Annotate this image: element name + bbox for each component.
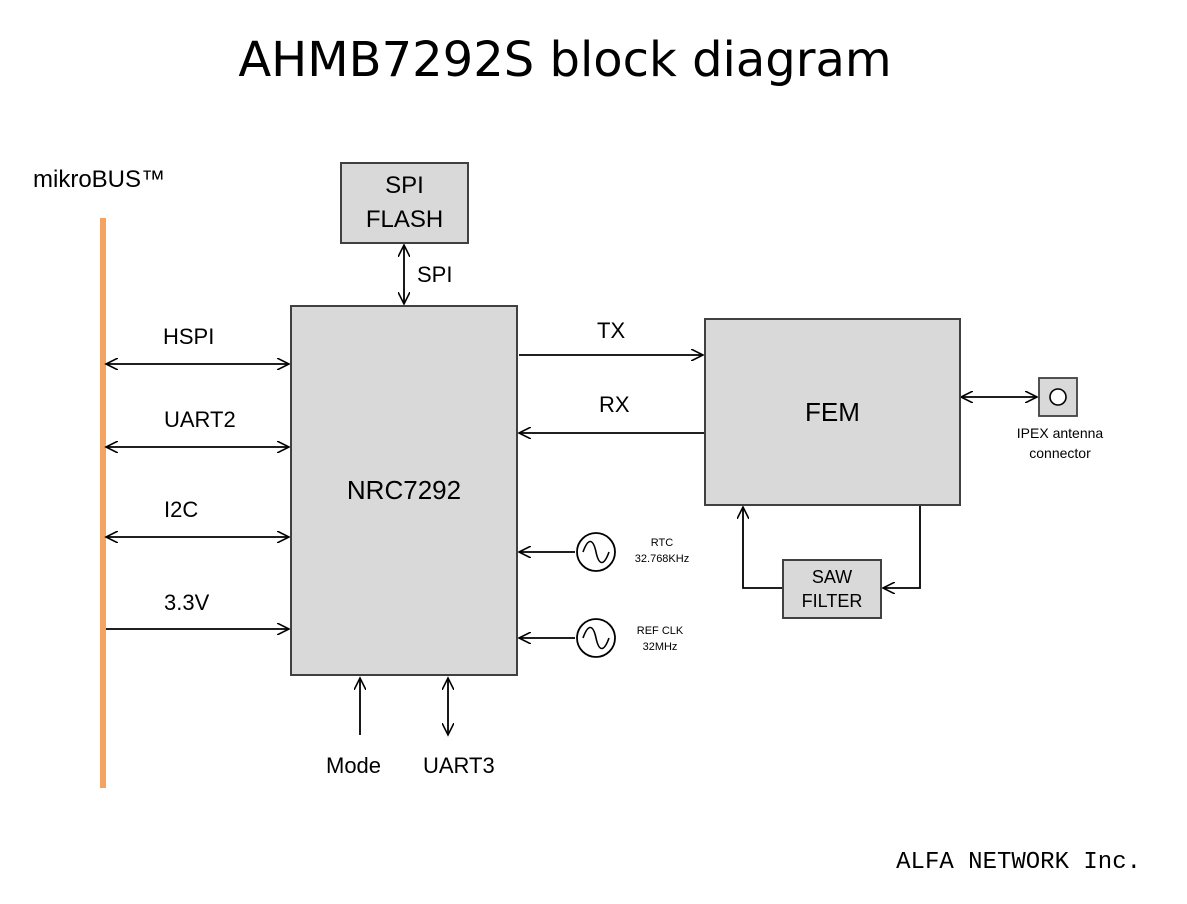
fem-block: FEM xyxy=(704,318,961,506)
saw-line2: FILTER xyxy=(801,591,863,611)
diagram-title: AHMB7292S block diagram xyxy=(238,32,892,88)
nrc7292-block: NRC7292 xyxy=(290,305,518,676)
ref-clk-frequency: 32MHz xyxy=(642,641,678,653)
rtc-frequency: 32.768KHz xyxy=(634,553,690,565)
spi-flash-line2: FLASH xyxy=(365,206,444,233)
spi-flash-block: SPI FLASH xyxy=(340,162,469,244)
ref-clk-label: REF CLK 32MHz xyxy=(622,623,698,655)
fem-to-saw-link xyxy=(883,506,921,588)
fem-label: FEM xyxy=(805,396,860,427)
saw-line1: SAW xyxy=(811,567,853,587)
nrc7292-label: NRC7292 xyxy=(346,475,462,505)
rtc-label: RTC 32.768KHz xyxy=(622,535,702,567)
uart3-label: UART3 xyxy=(423,753,495,778)
uart2-label: UART2 xyxy=(164,407,236,432)
antenna-line1: IPEX antenna xyxy=(1016,425,1104,441)
i2c-label: I2C xyxy=(164,497,199,522)
spi-label: SPI xyxy=(417,262,453,287)
antenna-label: IPEX antenna connector xyxy=(1000,423,1120,463)
saw-filter-block: SAW FILTER xyxy=(782,559,882,619)
mikrobus-bar xyxy=(100,218,106,788)
rtc-name: RTC xyxy=(650,537,674,549)
mikrobus-label: mikroBUS™ xyxy=(33,166,166,193)
saw-to-fem-link xyxy=(743,507,782,589)
company-footer: ALFA NETWORK Inc. xyxy=(896,849,1141,876)
ref-clk-name: REF CLK xyxy=(636,625,684,637)
power-label: 3.3V xyxy=(164,590,210,615)
rx-label: RX xyxy=(599,392,630,417)
spi-flash-line1: SPI xyxy=(385,172,424,199)
mode-label: Mode xyxy=(326,753,382,778)
hspi-label: HSPI xyxy=(163,324,215,349)
antenna-line2: connector xyxy=(1029,445,1091,461)
tx-label: TX xyxy=(597,318,626,343)
